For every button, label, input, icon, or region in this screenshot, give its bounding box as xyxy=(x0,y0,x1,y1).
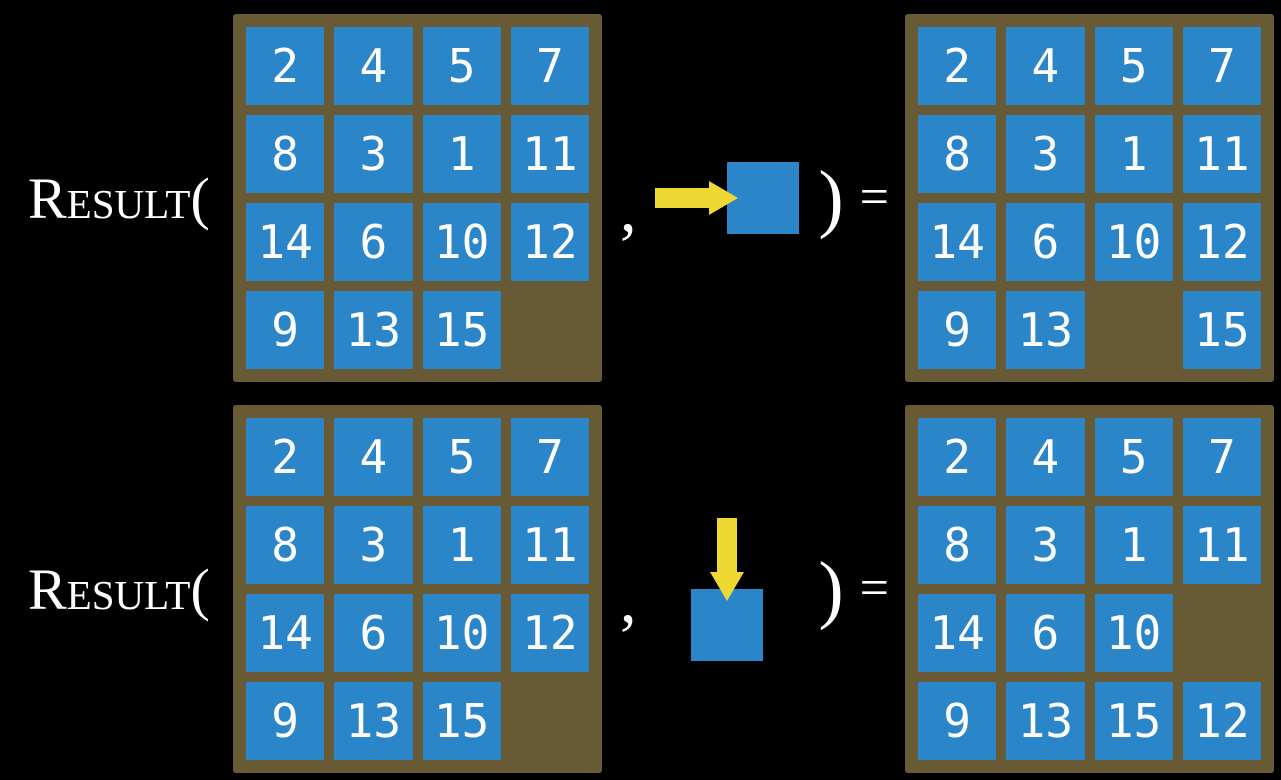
puzzle-tile: 10 xyxy=(422,594,501,672)
puzzle-tile: 15 xyxy=(422,682,501,760)
action-tile-square xyxy=(727,162,800,234)
puzzle-tile: 2 xyxy=(246,27,325,105)
puzzle-tile: 7 xyxy=(510,418,589,496)
puzzle-tile: 11 xyxy=(1182,115,1261,193)
closing-paren: ) xyxy=(818,547,844,631)
puzzle-tile: 3 xyxy=(1006,115,1085,193)
puzzle-tile: 11 xyxy=(510,506,589,584)
puzzle-tile: 12 xyxy=(1182,203,1261,281)
arrow-head xyxy=(710,571,745,601)
puzzle-tile: 10 xyxy=(422,203,501,281)
puzzle-tile: 12 xyxy=(510,203,589,281)
puzzle-tile: 3 xyxy=(334,115,413,193)
puzzle-tile: 11 xyxy=(1182,506,1261,584)
puzzle-tile: 6 xyxy=(334,203,413,281)
equation-middle-section: , ) = xyxy=(602,14,905,382)
puzzle-tile: 4 xyxy=(1006,27,1085,105)
puzzle-tile: 12 xyxy=(510,594,589,672)
puzzle-tile: 15 xyxy=(422,291,501,369)
arrow-shaft xyxy=(717,517,738,572)
puzzle-tile: 2 xyxy=(246,418,325,496)
puzzle-tile: 8 xyxy=(246,506,325,584)
puzzle-tile: 14 xyxy=(246,203,325,281)
action-tile-square xyxy=(691,588,764,661)
puzzle-tile: 9 xyxy=(246,682,325,760)
puzzle-tile: 13 xyxy=(334,291,413,369)
puzzle-tile: 4 xyxy=(334,418,413,496)
puzzle-tile: 11 xyxy=(510,115,589,193)
arrow-head xyxy=(709,181,739,215)
move-down-action xyxy=(691,517,764,661)
equals-sign: = xyxy=(859,169,889,226)
puzzle-tile: 6 xyxy=(1006,203,1085,281)
puzzle-tile: 5 xyxy=(422,418,501,496)
closing-paren: ) xyxy=(818,156,844,240)
arrow-shaft xyxy=(655,188,710,208)
puzzle-tile: 7 xyxy=(1182,27,1261,105)
puzzle-tile: 8 xyxy=(918,115,997,193)
move-right-arrow-icon xyxy=(655,181,739,215)
puzzle-tile: 2 xyxy=(918,418,997,496)
puzzle-tile: 4 xyxy=(1006,418,1085,496)
puzzle-tile: 1 xyxy=(422,506,501,584)
puzzle-tile: 7 xyxy=(510,27,589,105)
puzzle-tile: 9 xyxy=(918,291,997,369)
puzzle-tile: 8 xyxy=(246,115,325,193)
empty-cell xyxy=(1095,291,1173,369)
puzzle-tile: 7 xyxy=(1182,418,1261,496)
puzzle-tile: 4 xyxy=(334,27,413,105)
puzzle-tile: 9 xyxy=(918,682,997,760)
equation-middle-section: , ) = xyxy=(602,405,905,773)
puzzle-tile: 5 xyxy=(1094,418,1173,496)
puzzle-tile: 14 xyxy=(918,594,997,672)
puzzle-tile: 12 xyxy=(1182,682,1261,760)
move-down-arrow-icon xyxy=(710,517,745,601)
empty-cell xyxy=(511,291,589,369)
puzzle-tile: 13 xyxy=(1006,682,1085,760)
puzzle-tile: 13 xyxy=(334,682,413,760)
puzzle-tile: 14 xyxy=(918,203,997,281)
puzzle-tile: 5 xyxy=(422,27,501,105)
comma-separator: , xyxy=(620,173,637,246)
puzzle-tile: 15 xyxy=(1094,682,1173,760)
comma-separator: , xyxy=(620,564,637,637)
puzzle-tile: 13 xyxy=(1006,291,1085,369)
close-paren-equals-group: ) = xyxy=(818,551,889,627)
puzzle-tile: 1 xyxy=(422,115,501,193)
puzzle-tile: 9 xyxy=(246,291,325,369)
puzzle-tile: 3 xyxy=(334,506,413,584)
result-function-label: Result( xyxy=(28,165,210,231)
puzzle-tile: 6 xyxy=(334,594,413,672)
puzzle-tile: 10 xyxy=(1094,203,1173,281)
puzzle-tile: 6 xyxy=(1006,594,1085,672)
puzzle-tile: 5 xyxy=(1094,27,1173,105)
puzzle-tile: 8 xyxy=(918,506,997,584)
empty-cell xyxy=(511,682,589,760)
puzzle-tile: 14 xyxy=(246,594,325,672)
puzzle-tile: 1 xyxy=(1094,506,1173,584)
puzzle-tile: 15 xyxy=(1182,291,1261,369)
result-function-label: Result( xyxy=(28,556,210,622)
puzzle-tile: 10 xyxy=(1094,594,1173,672)
puzzle-tile: 1 xyxy=(1094,115,1173,193)
puzzle-tile: 3 xyxy=(1006,506,1085,584)
equals-sign: = xyxy=(859,560,889,617)
empty-cell xyxy=(1183,594,1261,672)
move-right-action xyxy=(655,162,800,234)
close-paren-equals-group: ) = xyxy=(818,160,889,236)
puzzle-tile: 2 xyxy=(918,27,997,105)
